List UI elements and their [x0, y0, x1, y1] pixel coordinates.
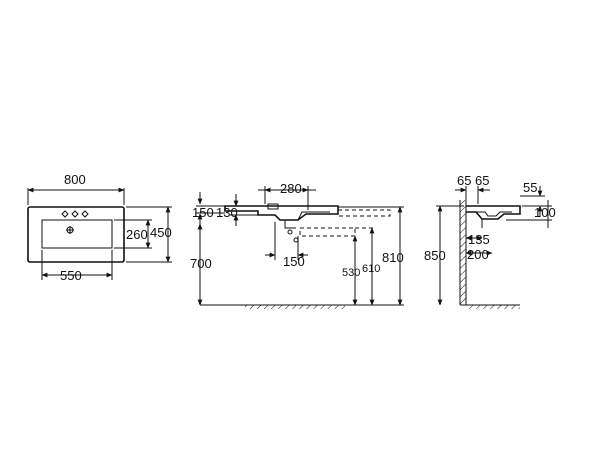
- dim-200: 200: [467, 247, 489, 262]
- dim-610: 610: [362, 263, 380, 275]
- dim-810: 810: [382, 250, 404, 265]
- dim-130: 130: [216, 205, 238, 220]
- dim-100: 100: [534, 205, 556, 220]
- dim-530: 530: [342, 267, 360, 279]
- dim-55: 55: [523, 180, 537, 195]
- end-basin-profile: [466, 205, 521, 220]
- dim-150-rim: 150: [192, 205, 214, 220]
- floor-hatch: [245, 305, 345, 309]
- tap-holes: [61, 210, 89, 218]
- end-view: 65 65 55 100 135 200 850: [424, 173, 556, 309]
- dim-800: 800: [64, 172, 86, 187]
- basin-profile: [224, 205, 339, 221]
- basin-outline: [27, 206, 125, 263]
- dim-450: 450: [150, 225, 172, 240]
- bowl-outline: [41, 219, 113, 249]
- dim-65-a: 65: [457, 173, 471, 188]
- dim-850: 850: [424, 248, 446, 263]
- dim-700: 700: [190, 256, 212, 271]
- dim-65-b: 65: [475, 173, 489, 188]
- dim-550: 550: [60, 268, 82, 283]
- wall-hatch: [460, 200, 466, 305]
- waste-icon: [66, 226, 74, 234]
- dim-135: 135: [468, 232, 490, 247]
- dim-150-waste: 150: [283, 254, 305, 269]
- dim-260: 260: [126, 227, 148, 242]
- side-view: 280 150 130 150 700 530 610 810: [190, 181, 404, 309]
- top-view: 800 450 260 550: [27, 172, 172, 283]
- dim-280: 280: [280, 181, 302, 196]
